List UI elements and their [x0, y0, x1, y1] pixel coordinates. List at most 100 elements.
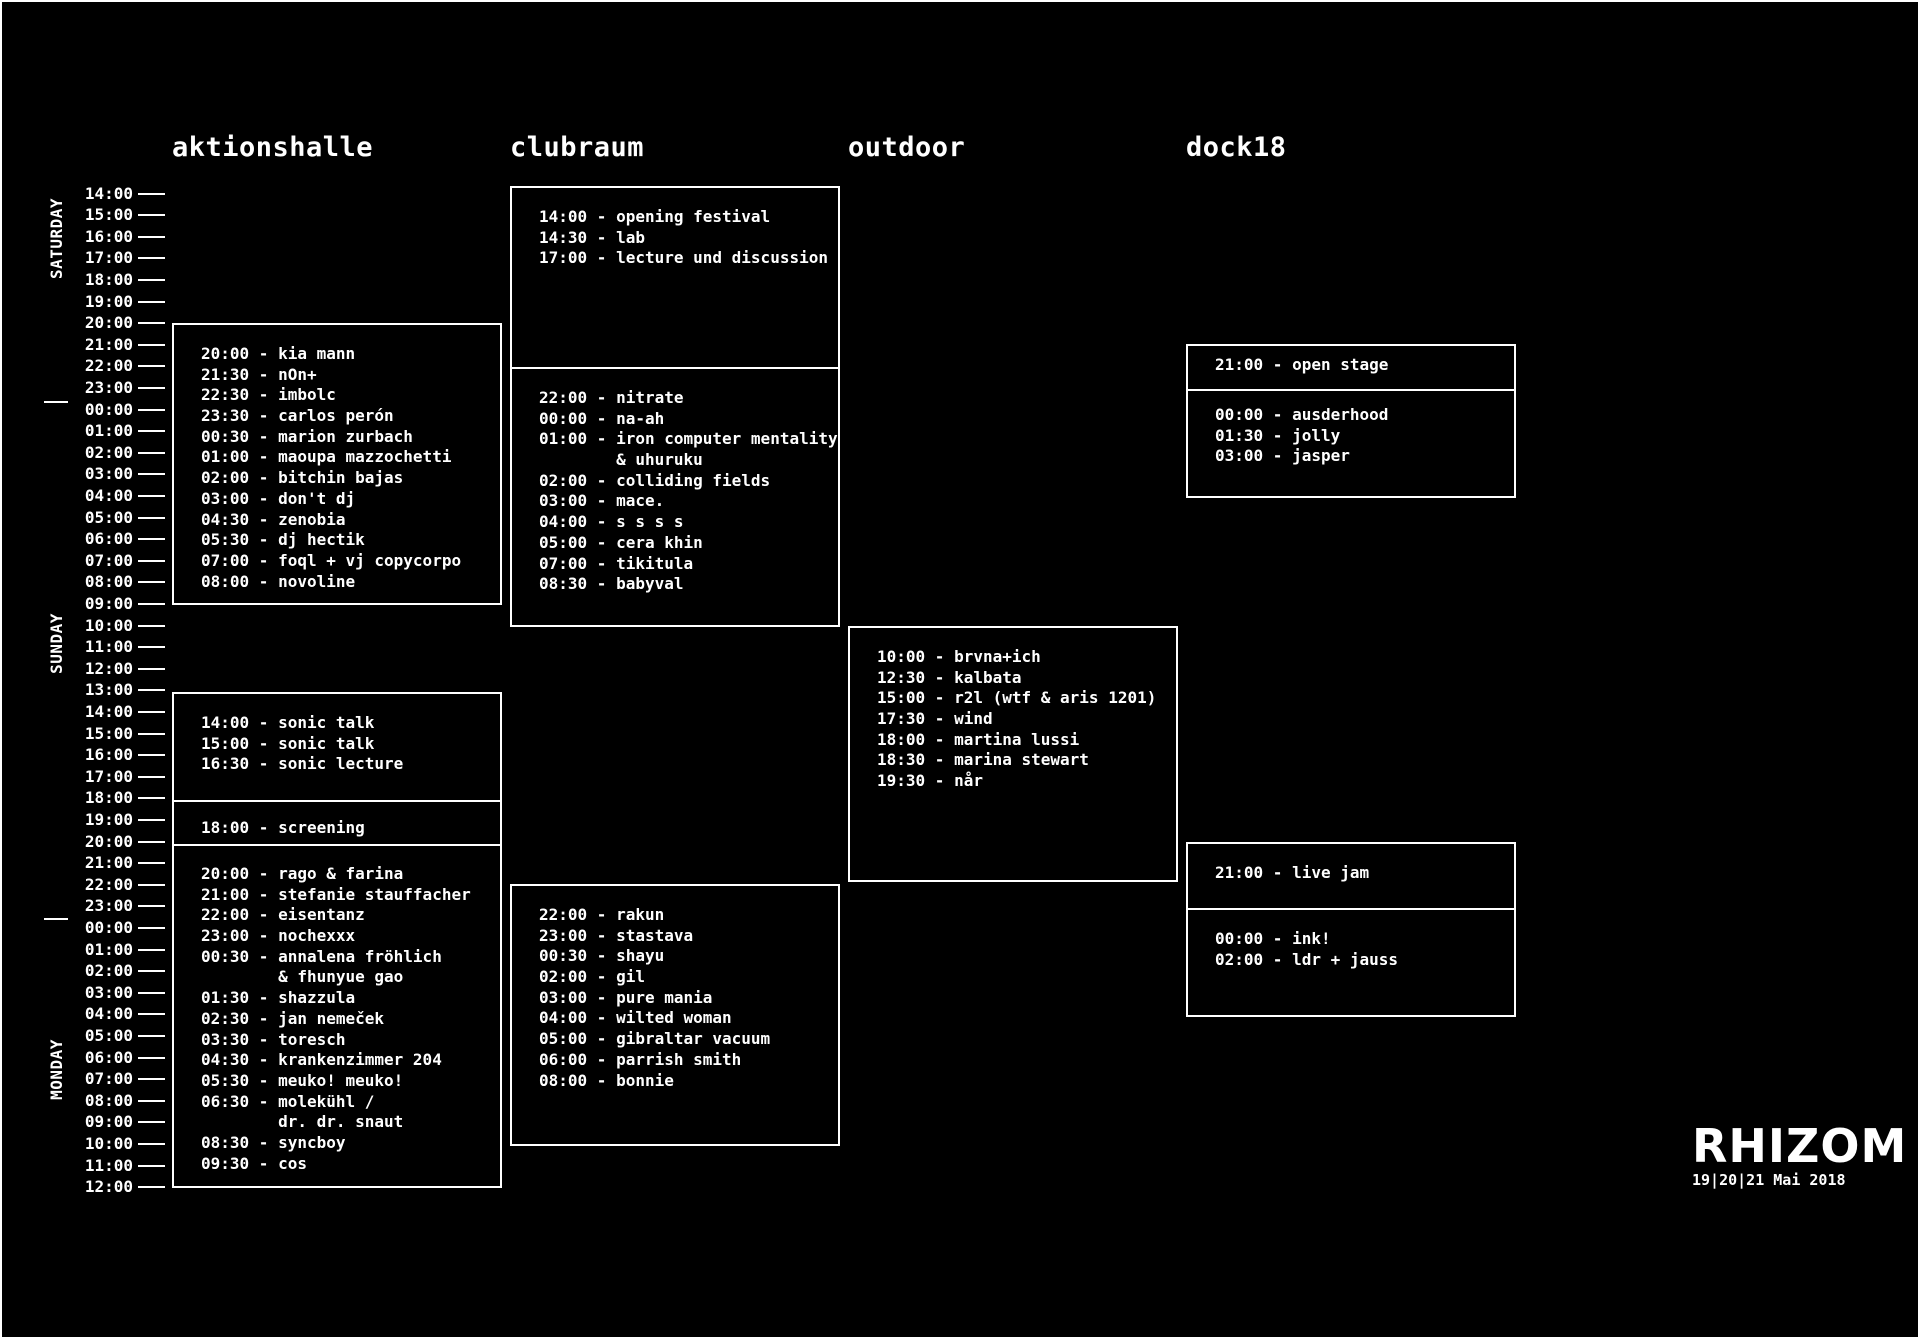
- time-tick-label: 17:00: [84, 248, 133, 268]
- schedule-slot: 23:00 - nochexxx: [201, 926, 356, 946]
- schedule-slot: 15:00 - r2l (wtf & aris 1201): [877, 688, 1157, 708]
- schedule-slot: 00:00 - ink!: [1215, 929, 1331, 948]
- time-tick-label: 02:00: [84, 442, 133, 462]
- slot-group: 18:00 - screening: [201, 818, 494, 839]
- time-tick-mark: [138, 235, 165, 238]
- schedule-slot: 22:00 - eisentanz: [201, 905, 365, 925]
- schedule-slot: 02:00 - ldr + jauss: [1215, 949, 1399, 969]
- time-tick-label: 15:00: [84, 723, 133, 743]
- schedule-slot: 10:00 - brvna+ich: [877, 647, 1041, 666]
- time-tick-label: 15:00: [84, 205, 133, 225]
- time-tick-mark: [138, 797, 165, 800]
- schedule-slot: 15:00 - sonic talk: [201, 733, 375, 753]
- time-tick-label: 18:00: [84, 269, 133, 289]
- time-tick-mark: [138, 926, 165, 929]
- time-tick-label: 22:00: [84, 874, 133, 894]
- schedule-slot: 01:30 - shazzula: [201, 988, 356, 1008]
- schedule-slot: 22:30 - imbolc: [201, 385, 336, 405]
- schedule-slot: 03:00 - mace.: [539, 491, 665, 511]
- day-label-monday: MONDAY: [46, 1039, 66, 1100]
- block-divider: [174, 844, 500, 846]
- time-tick-mark: [138, 667, 165, 670]
- time-tick-label: 20:00: [84, 313, 133, 333]
- schedule-slot: 01:30 - jolly: [1215, 425, 1341, 445]
- block-divider: [174, 800, 500, 802]
- time-tick-label: 04:00: [84, 485, 133, 505]
- schedule-slot: 05:00 - cera khin: [539, 532, 703, 552]
- schedule-slot: 14:00 - sonic talk: [201, 713, 375, 732]
- time-tick-mark: [138, 257, 165, 260]
- schedule-block-dock18: 21:00 - live jam 00:00 - ink!02:00 - ldr …: [1186, 842, 1516, 1017]
- time-tick-mark: [138, 905, 165, 908]
- time-tick-mark: [138, 862, 165, 865]
- time-tick-mark: [138, 386, 165, 389]
- schedule-slot: 08:30 - syncboy: [201, 1132, 346, 1152]
- schedule-slot: 23:30 - carlos perón: [201, 406, 394, 426]
- time-tick-mark: [138, 1164, 165, 1167]
- schedule-slot: 05:00 - gibraltar vacuum: [539, 1029, 771, 1049]
- schedule-slot: 08:30 - babyval: [539, 574, 684, 594]
- schedule-slot: 02:00 - colliding fields: [539, 470, 771, 490]
- time-tick-mark: [138, 754, 165, 757]
- time-tick-label: 01:00: [84, 421, 133, 441]
- time-tick-mark: [138, 278, 165, 281]
- time-tick-mark: [138, 1099, 165, 1102]
- time-tick-label: 10:00: [84, 615, 133, 635]
- time-tick-label: 04:00: [84, 1004, 133, 1024]
- venue-header-aktionshalle: aktionshalle: [172, 132, 374, 163]
- time-tick-mark: [138, 1013, 165, 1016]
- time-tick-label: 14:00: [84, 183, 133, 203]
- schedule-slot: 03:00 - pure mania: [539, 987, 713, 1007]
- schedule-slot: 00:30 - marion zurbach: [201, 426, 413, 446]
- time-tick-label: 07:00: [84, 550, 133, 570]
- time-tick-mark: [138, 1186, 165, 1189]
- day-separator: [44, 918, 68, 920]
- schedule-slot: 18:00 - screening: [201, 818, 365, 837]
- schedule-slot: 01:00 - iron computer mentality: [539, 429, 838, 449]
- schedule-slot: & uhuruku: [539, 450, 703, 470]
- slot-group: 21:00 - live jam: [1215, 863, 1508, 884]
- time-tick-label: 01:00: [84, 939, 133, 959]
- slot-group: 00:00 - ink!02:00 - ldr + jauss: [1215, 929, 1508, 970]
- schedule-slot: 20:00 - kia mann: [201, 344, 356, 363]
- schedule-slot: 08:00 - bonnie: [539, 1070, 674, 1090]
- schedule-slot: 05:30 - dj hectik: [201, 530, 365, 550]
- time-tick-mark: [138, 840, 165, 843]
- time-tick-label: 10:00: [84, 1133, 133, 1153]
- time-tick-label: 00:00: [84, 399, 133, 419]
- time-tick-mark: [138, 192, 165, 195]
- schedule-slot: 07:00 - foql + vj copycorpo: [201, 550, 462, 570]
- time-tick-mark: [138, 214, 165, 217]
- schedule-slot: 21:30 - nOn+: [201, 364, 317, 384]
- festival-dates: 19|20|21 Mai 2018: [1692, 1171, 1846, 1189]
- schedule-slot: 19:30 - når: [877, 771, 983, 791]
- schedule-slot: 17:00 - lecture und discussion: [539, 248, 828, 268]
- time-tick-label: 11:00: [84, 637, 133, 657]
- time-tick-label: 02:00: [84, 961, 133, 981]
- time-tick-label: 09:00: [84, 1112, 133, 1132]
- schedule-slot: 22:00 - nitrate: [539, 388, 684, 407]
- time-tick-mark: [138, 451, 165, 454]
- schedule-slot: 00:00 - na-ah: [539, 408, 665, 428]
- schedule-slot: 12:30 - kalbata: [877, 667, 1022, 687]
- time-tick-label: 11:00: [84, 1155, 133, 1175]
- time-tick-label: 17:00: [84, 766, 133, 786]
- schedule-slot: 05:30 - meuko! meuko!: [201, 1070, 404, 1090]
- time-tick-label: 00:00: [84, 917, 133, 937]
- time-tick-mark: [138, 991, 165, 994]
- time-tick-mark: [138, 365, 165, 368]
- day-separator: [44, 401, 68, 403]
- schedule-slot: 03:00 - jasper: [1215, 446, 1350, 466]
